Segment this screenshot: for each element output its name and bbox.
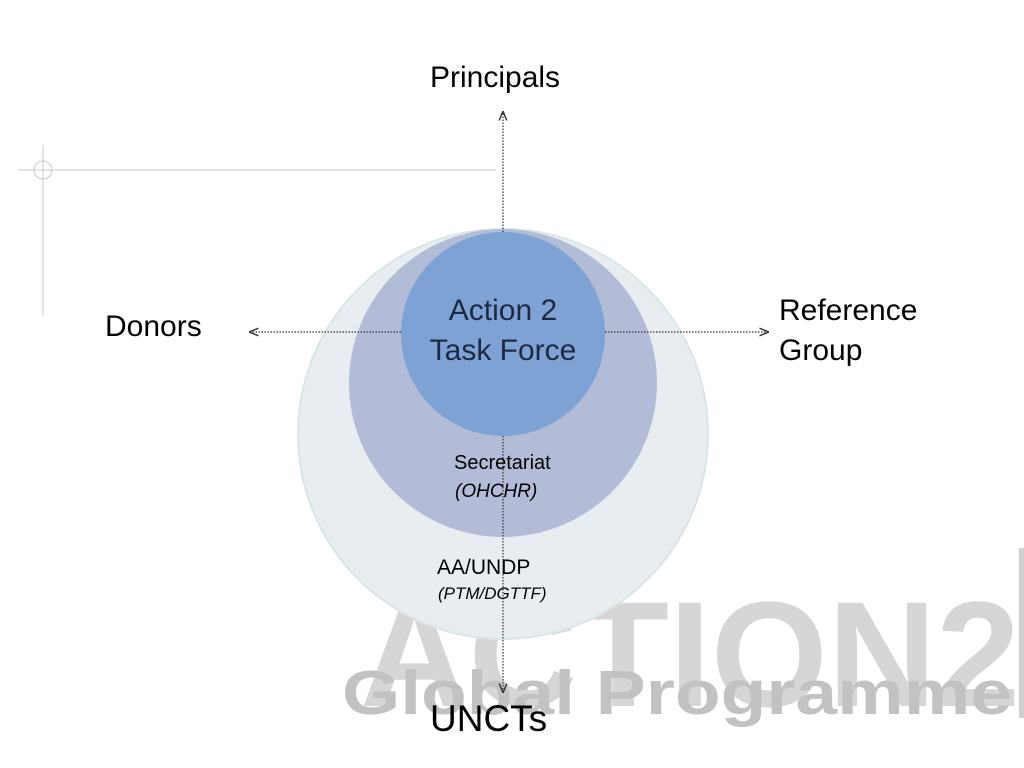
aa-org-label: (PTM/DGTTF) — [438, 584, 547, 603]
connector-arrows — [250, 112, 768, 692]
watermark-bar — [1019, 548, 1024, 718]
task-force-line-2: Task Force — [429, 334, 577, 367]
reference-group-label: Reference Group — [779, 291, 917, 371]
task-force-label: Action 2 Task Force — [403, 291, 603, 371]
crop-mark — [18, 145, 496, 316]
task-force-line-1: Action 2 — [448, 294, 558, 327]
reference-group-line-2: Group — [779, 334, 863, 367]
inner-circle-task-force — [401, 232, 605, 436]
secretariat-label: Secretariat — [454, 452, 551, 474]
aa-undp-label: AA/UNDP — [437, 556, 531, 579]
uncts-label: UNCTs — [430, 698, 548, 739]
reference-group-line-1: Reference — [779, 294, 918, 327]
watermark-sub: Global Programme — [342, 659, 1012, 728]
donors-label: Donors — [105, 310, 202, 343]
principals-label: Principals — [430, 61, 561, 94]
secretariat-org-label: (OHCHR) — [455, 481, 538, 502]
